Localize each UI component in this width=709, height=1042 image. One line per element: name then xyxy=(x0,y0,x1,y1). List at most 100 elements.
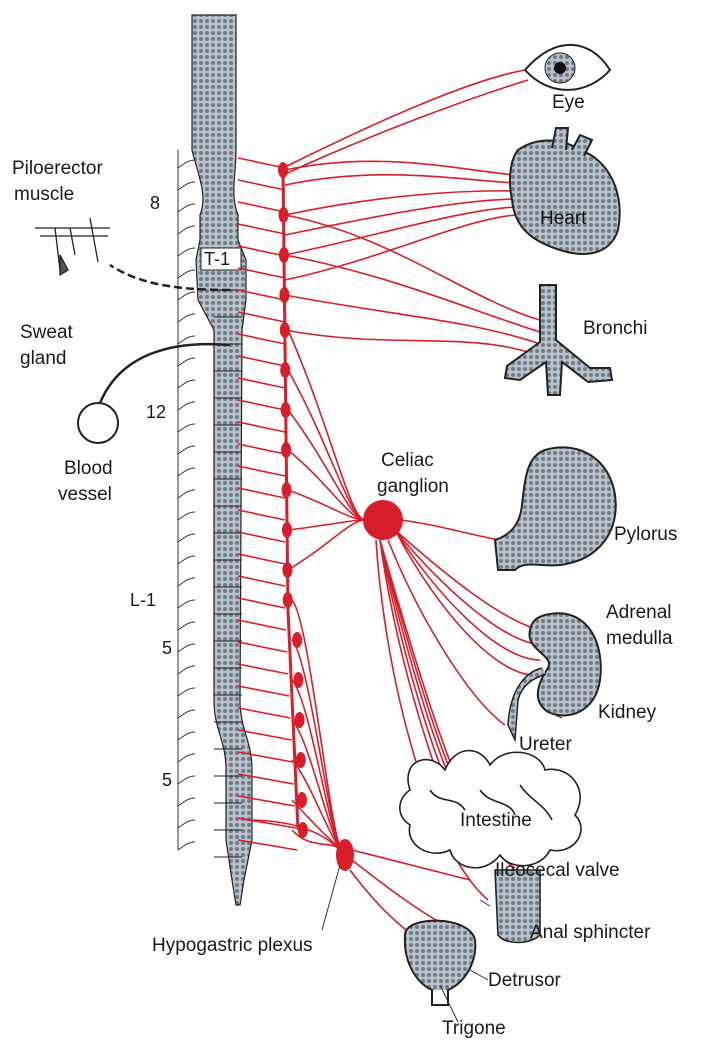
nerve-fiber xyxy=(288,520,365,570)
ramus-tick xyxy=(178,776,195,784)
nerve-fiber xyxy=(238,422,285,432)
segment-l1-label: L-1 xyxy=(130,590,156,611)
nerve-fiber xyxy=(283,70,525,168)
nerve-fiber xyxy=(350,870,412,935)
ramus-tick xyxy=(178,446,195,454)
nerve-fiber xyxy=(238,180,285,190)
nerve-fiber xyxy=(238,444,285,454)
nerve-fiber xyxy=(238,202,285,212)
intestine-label: Intestine xyxy=(460,810,532,832)
nerve-fiber xyxy=(238,664,288,674)
chain-ganglion xyxy=(283,592,293,608)
nerve-fiber xyxy=(285,330,540,356)
ramus-tick xyxy=(178,556,195,564)
ramus-tick xyxy=(178,732,195,740)
blood-vessel-sketch xyxy=(78,403,118,443)
segment-5a-label: 5 xyxy=(162,638,172,659)
ramus-tick xyxy=(178,754,195,762)
bladder-organ xyxy=(405,921,475,1005)
nerve-fiber xyxy=(285,207,515,255)
nerve-fiber xyxy=(288,370,365,520)
ramus-tick xyxy=(178,336,195,344)
bronchi-label: Bronchi xyxy=(583,318,647,340)
nerve-fiber xyxy=(238,510,285,520)
nerve-fiber xyxy=(238,686,289,696)
nerve-fiber xyxy=(238,246,285,256)
nerve-fiber xyxy=(238,642,287,652)
spinal-cord xyxy=(192,15,252,905)
chain-ganglion xyxy=(281,442,291,458)
ramus-tick xyxy=(178,622,195,630)
ramus-tick xyxy=(178,468,195,476)
ureter-label: Ureter xyxy=(519,734,572,756)
nerve-fiber xyxy=(238,224,285,234)
heart-label: Heart xyxy=(540,208,586,230)
nerve-fiber xyxy=(285,215,540,320)
ramus-tick xyxy=(178,248,195,256)
ramus-tick xyxy=(178,644,195,652)
blood-vessel-label-1: Blood xyxy=(64,458,113,480)
ramus-tick xyxy=(178,314,195,322)
detrusor-label: Detrusor xyxy=(488,970,561,992)
sympathetic-chain xyxy=(278,162,308,838)
ramus-tick xyxy=(178,512,195,520)
trigone-label: Trigone xyxy=(442,1018,506,1040)
nerve-fiber xyxy=(238,158,285,168)
nerve-fiber xyxy=(238,356,285,366)
segment-12-label: 12 xyxy=(146,402,166,423)
piloerector-label-1: Piloerector xyxy=(12,158,103,180)
ramus-tick xyxy=(178,226,195,234)
nerve-fiber xyxy=(288,520,365,530)
adrenal-medulla-label-1: Adrenal xyxy=(606,602,672,624)
blood-vessel-label-2: vessel xyxy=(58,484,112,506)
stomach-organ xyxy=(495,447,616,570)
celiac-ganglion xyxy=(363,500,403,540)
celiac-ganglion-label-1: Celiac xyxy=(381,450,434,472)
nerve-fiber xyxy=(238,598,285,608)
segment-t1-label: T-1 xyxy=(204,249,230,270)
nerve-fiber xyxy=(292,640,342,850)
ramus-tick xyxy=(178,182,195,190)
eye-label: Eye xyxy=(552,92,585,114)
segment-bracket xyxy=(178,150,195,850)
adrenal-medulla-label-2: medulla xyxy=(606,628,673,650)
ramus-tick xyxy=(178,798,195,806)
chain-ganglion xyxy=(292,632,302,648)
celiac-ganglion-label-2: ganglion xyxy=(377,476,449,498)
ramus-tick xyxy=(178,204,195,212)
nerve-fiber xyxy=(238,378,285,388)
nerve-fiber xyxy=(285,199,515,235)
nerve-fiber xyxy=(283,80,528,175)
ramus-tick xyxy=(178,270,195,278)
nerve-fiber xyxy=(238,554,285,564)
eye-organ xyxy=(525,45,610,90)
nerve-fiber xyxy=(238,620,286,630)
nerve-fiber xyxy=(238,312,285,322)
piloerector-muscle-sketch xyxy=(35,218,110,275)
anal-sphincter-label: Anal sphincter xyxy=(530,922,650,944)
chain-trunk xyxy=(283,168,298,830)
nerve-fiber xyxy=(238,400,285,410)
ramus-tick xyxy=(178,666,195,674)
pylorus-label: Pylorus xyxy=(614,524,677,546)
nerve-fiber xyxy=(238,334,285,344)
ramus-tick xyxy=(178,358,195,366)
bronchi-organ xyxy=(505,285,612,395)
nerve-fiber xyxy=(285,255,540,332)
sweat-gland-label-1: Sweat xyxy=(20,322,73,344)
ramus-tick xyxy=(178,842,195,850)
ileocecal-valve-label: Ileocecal valve xyxy=(495,860,620,882)
nerve-fiber xyxy=(285,161,515,175)
chain-ganglion xyxy=(297,792,307,808)
nerve-fiber xyxy=(400,520,500,540)
ramus-tick xyxy=(178,292,195,300)
ramus-tick xyxy=(178,160,195,168)
nerve-fiber xyxy=(288,410,365,520)
ramus-tick xyxy=(178,424,195,432)
spinal-cord-body xyxy=(192,15,252,905)
piloerector-label-2: muscle xyxy=(14,184,74,206)
ramus-tick xyxy=(178,534,195,542)
nerve-fiber xyxy=(238,532,285,542)
ramus-tick xyxy=(178,688,195,696)
